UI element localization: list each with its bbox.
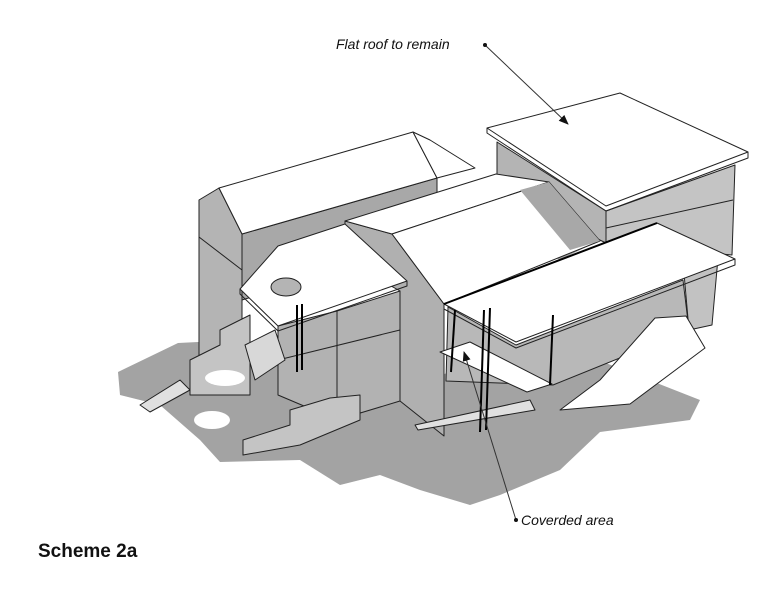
floor-line: [605, 199, 734, 229]
roof-opening: [270, 277, 302, 297]
leader-dot: [483, 43, 487, 47]
light-spot: [205, 370, 245, 386]
columns: [296, 304, 554, 433]
middle-roof-shadow: [520, 182, 600, 250]
rear-roof: [412, 131, 476, 179]
roof-ridge-line: [443, 222, 658, 305]
roof-edge: [443, 259, 736, 349]
stairs-lower: [414, 399, 536, 431]
stepped-wall-front: [242, 394, 361, 456]
covered-area-label: Coverded area: [521, 512, 614, 528]
stairs-left: [139, 379, 191, 413]
light-spot: [194, 411, 230, 429]
floor-line: [198, 236, 243, 271]
roof-edge: [486, 128, 749, 212]
scheme-title: Scheme 2a: [38, 541, 138, 562]
flat-roof-leader: [484, 44, 569, 125]
covered-area-leader: [462, 351, 517, 521]
flat-roof-label: Flat roof to remain: [336, 36, 450, 52]
roof-edge: [239, 281, 408, 332]
stairs-upper: [244, 329, 286, 381]
right-platform: [559, 315, 706, 411]
leader-dot: [514, 518, 518, 522]
floor-line: [277, 329, 401, 361]
deck-roof: [239, 223, 408, 327]
